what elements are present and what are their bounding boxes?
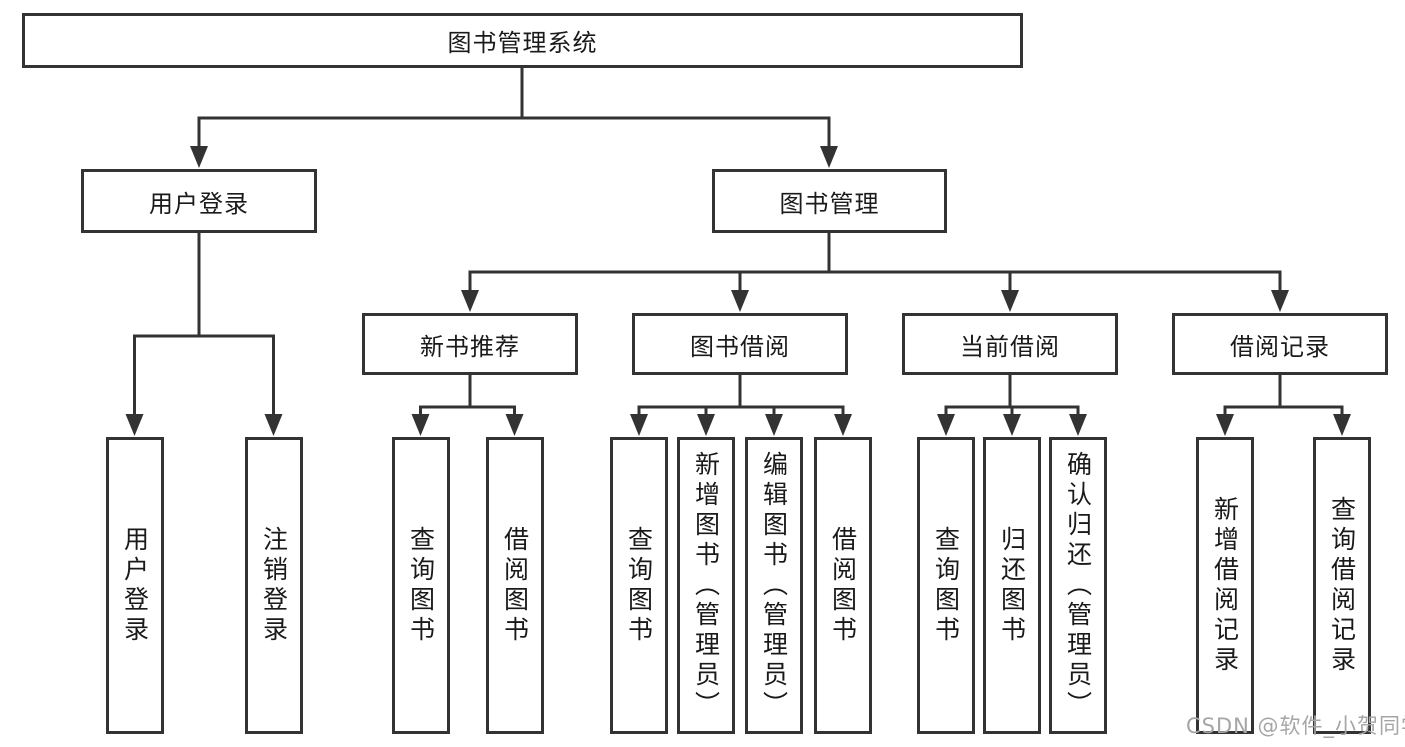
leaf-user-login-label: 用户登录: [120, 525, 150, 646]
leaf-query-books-2-label: 查询图书: [624, 525, 654, 646]
leaf-query-books-2: 查询图书: [610, 437, 668, 734]
arrowhead-icon: [697, 414, 715, 436]
node-group-borrow-records: 借阅记录: [1172, 313, 1388, 375]
leaf-query-borrow-record-label: 查询借阅记录: [1327, 495, 1357, 676]
node-group-book-borrow-label: 图书借阅: [690, 332, 790, 361]
arrowhead-icon: [1216, 414, 1234, 436]
node-group-new-book-recommend: 新书推荐: [362, 313, 578, 375]
node-book-management-branch-label: 图书管理: [779, 189, 880, 218]
leaf-add-book-admin: 新增图书（管理员）: [677, 437, 735, 734]
leaf-return-book-label: 归还图书: [997, 525, 1027, 646]
leaf-query-borrow-record: 查询借阅记录: [1313, 437, 1371, 734]
leaf-return-book: 归还图书: [983, 437, 1041, 734]
node-group-new-book-recommend-label: 新书推荐: [420, 332, 520, 361]
leaf-add-book-admin-label: 新增图书（管理员）: [691, 450, 721, 721]
arrowhead-icon: [505, 414, 524, 436]
leaf-query-books-3-label: 查询图书: [931, 525, 961, 646]
connector-userlogin-to-leaves: [133, 233, 275, 420]
leaf-edit-book-admin: 编辑图书（管理员）: [745, 437, 803, 734]
connector-current-to-leaves: [944, 375, 1080, 420]
leaf-query-books-1: 查询图书: [392, 437, 450, 734]
arrowhead-icon: [1333, 414, 1351, 436]
node-user-login-branch-label: 用户登录: [149, 189, 249, 218]
leaf-logout-label: 注销登录: [259, 525, 289, 646]
connector-borrow-to-leaves: [637, 375, 845, 420]
leaf-user-login: 用户登录: [106, 437, 164, 734]
arrowhead-icon: [1001, 290, 1019, 312]
node-root-label: 图书管理系统: [447, 29, 598, 57]
node-book-management-branch: 图书管理: [712, 169, 947, 233]
node-group-current-borrow-label: 当前借阅: [960, 332, 1060, 361]
leaf-query-books-1-label: 查询图书: [406, 525, 436, 646]
leaf-confirm-return-admin: 确认归还（管理员）: [1049, 437, 1107, 734]
arrowhead-icon: [820, 146, 838, 168]
leaf-logout: 注销登录: [245, 437, 303, 734]
arrowhead-icon: [411, 414, 430, 436]
leaf-borrow-books-1-label: 借阅图书: [500, 525, 530, 646]
node-root-system: 图书管理系统: [22, 13, 1023, 68]
leaf-borrow-books-2-label: 借阅图书: [828, 525, 858, 646]
node-group-book-borrow: 图书借阅: [632, 313, 848, 375]
leaf-borrow-books-1: 借阅图书: [486, 437, 544, 734]
leaf-confirm-return-admin-label: 确认归还（管理员）: [1063, 450, 1093, 721]
arrowhead-icon: [765, 414, 783, 436]
arrowhead-icon: [461, 290, 479, 312]
node-group-borrow-records-label: 借阅记录: [1230, 332, 1330, 361]
node-user-login-branch: 用户登录: [81, 169, 317, 233]
arrowhead-icon: [125, 414, 144, 436]
connector-newbook-to-leaves: [419, 375, 516, 420]
leaf-edit-book-admin-label: 编辑图书（管理员）: [759, 450, 789, 721]
arrowhead-icon: [1003, 414, 1021, 436]
connector-root-to-level2: [197, 68, 831, 150]
leaf-query-books-3: 查询图书: [917, 437, 975, 734]
connector-bookmgmt-to-groups: [468, 233, 1282, 295]
arrowhead-icon: [264, 414, 283, 436]
leaf-add-borrow-record-label: 新增借阅记录: [1210, 495, 1240, 676]
arrowhead-icon: [834, 414, 852, 436]
arrowhead-icon: [731, 290, 749, 312]
leaf-borrow-books-2: 借阅图书: [814, 437, 872, 734]
arrowhead-icon: [1271, 290, 1289, 312]
arrowhead-icon: [630, 414, 648, 436]
arrowhead-icon: [1069, 414, 1087, 436]
node-group-current-borrow: 当前借阅: [902, 313, 1118, 375]
arrowhead-icon: [937, 414, 955, 436]
arrowhead-icon: [190, 146, 208, 168]
csdn-watermark: CSDN @软件_小贺同学: [1186, 714, 1405, 738]
leaf-add-borrow-record: 新增借阅记录: [1196, 437, 1254, 734]
connector-records-to-leaves: [1223, 375, 1344, 420]
